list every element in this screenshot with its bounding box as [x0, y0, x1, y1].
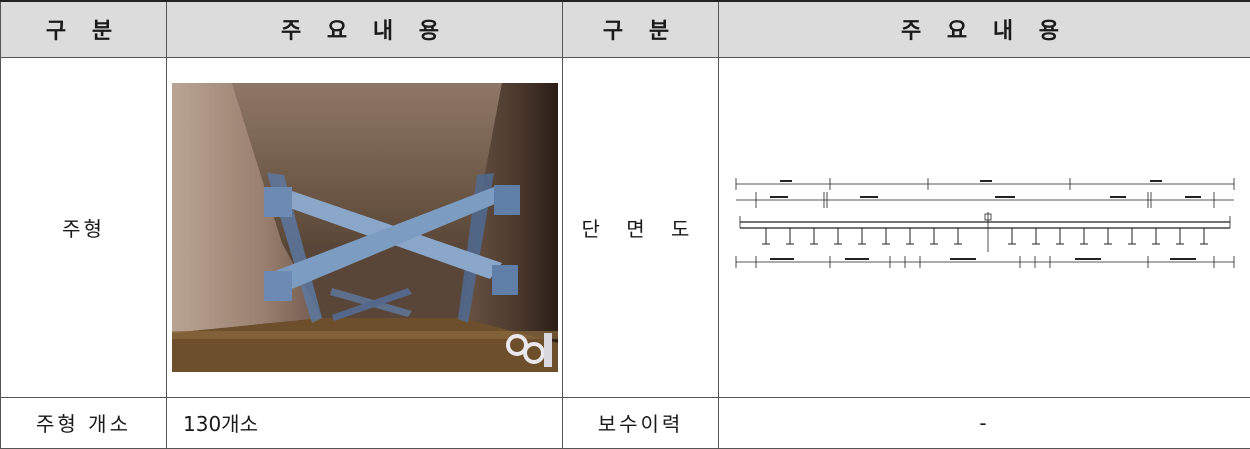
girder-count-label: 주형 개소 [1, 397, 167, 448]
girder-row: 주형 [1, 57, 1250, 397]
header-content-1: 주 요 내 용 [167, 1, 563, 57]
girder-label: 주형 [1, 57, 167, 397]
cross-section-drawing [730, 162, 1240, 292]
header-row: 구 분 주 요 내 용 구 분 주 요 내 용 [1, 1, 1250, 57]
header-content-2: 주 요 내 용 [719, 1, 1250, 57]
repair-history-value: - [719, 397, 1250, 448]
count-row: 주형 개소 130개소 보수이력 - [1, 397, 1250, 448]
girder-count-value: 130개소 [167, 397, 563, 448]
section-drawing-cell [719, 57, 1250, 397]
header-category-1: 구 분 [1, 1, 167, 57]
girder-photo-cell [167, 57, 563, 397]
girder-photo [172, 83, 558, 372]
repair-history-label: 보수이력 [563, 397, 719, 448]
section-drawing-label: 단 면 도 [563, 57, 719, 397]
header-category-2: 구 분 [563, 1, 719, 57]
